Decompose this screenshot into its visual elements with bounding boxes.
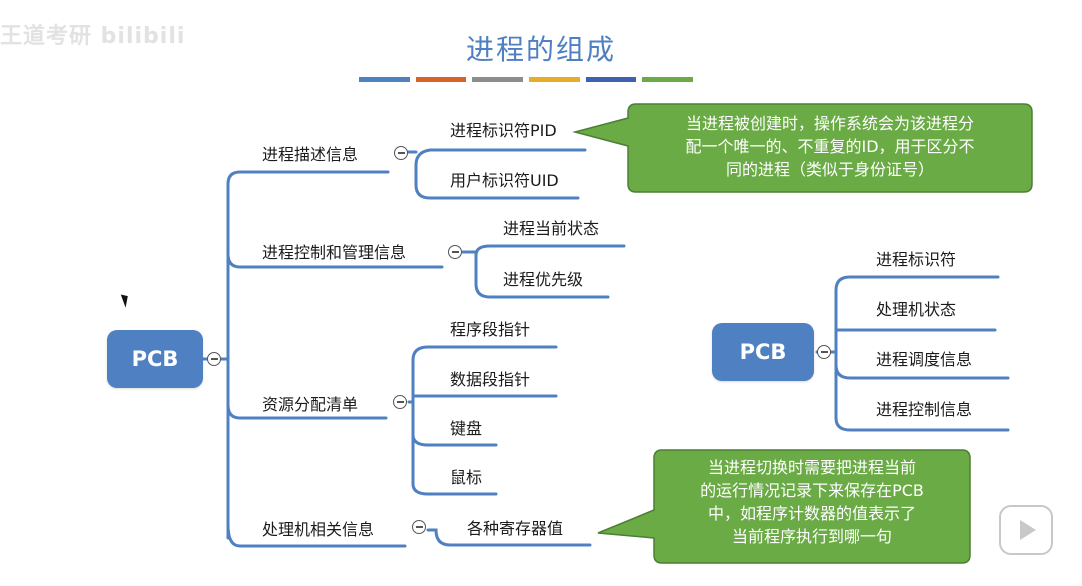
stripe-4 [529, 77, 580, 82]
stripe-2 [415, 77, 467, 82]
callout-line: 的运行情况记录下来保存在PCB [700, 481, 924, 500]
collapse-icon[interactable] [393, 395, 407, 409]
callout-1-shape [572, 103, 1033, 193]
play-triangle-icon [1020, 520, 1036, 540]
summary-control-info[interactable]: 进程控制信息 [876, 400, 973, 419]
leaf-registers[interactable]: 各种寄存器值 [467, 519, 564, 538]
stripe-6 [642, 77, 694, 82]
leaf-program-segment-pointer[interactable]: 程序段指针 [450, 320, 531, 339]
leaf-mouse[interactable]: 鼠标 [450, 468, 483, 487]
leaf-keyboard[interactable]: 键盘 [450, 419, 483, 438]
summary-processor-state[interactable]: 处理机状态 [876, 300, 957, 319]
stripe-5 [585, 77, 637, 82]
leaf-uid[interactable]: 用户标识符UID [450, 171, 559, 190]
pcb-root-node[interactable]: PCB [107, 330, 203, 388]
callout-line: 当前程序执行到哪一句 [731, 527, 892, 546]
play-icon[interactable] [999, 505, 1053, 555]
leaf-current-state[interactable]: 进程当前状态 [503, 219, 600, 238]
collapse-icon[interactable] [817, 345, 831, 359]
collapse-icon[interactable] [448, 245, 462, 259]
branch-processor-info[interactable]: 处理机相关信息 [262, 520, 375, 539]
callout-line: 同的进程（类似于身份证号） [725, 160, 934, 179]
pcb-summary-root-node[interactable]: PCB [712, 323, 814, 381]
title-stripes [359, 77, 694, 82]
branch-resource-list[interactable]: 资源分配清单 [262, 395, 359, 414]
branch-process-control[interactable]: 进程控制和管理信息 [262, 243, 407, 262]
summary-scheduling-info[interactable]: 进程调度信息 [876, 350, 973, 369]
callout-line: 当进程被创建时，操作系统会为该进程分 [685, 114, 974, 133]
callout-line: 配一个唯一的、不重复的ID，用于区分不 [685, 137, 975, 156]
callout-line: 当进程切换时需要把进程当前 [707, 458, 916, 477]
callout-2-shape [597, 449, 971, 564]
callout-line: 中，如程序计数器的值表示了 [707, 504, 916, 523]
stripe-1 [359, 77, 410, 82]
leaf-pid[interactable]: 进程标识符PID [450, 121, 557, 140]
callout-registers: 当进程切换时需要把进程当前 的运行情况记录下来保存在PCB 中，如程序计数器的值… [656, 456, 968, 548]
collapse-icon[interactable] [412, 520, 426, 534]
leaf-priority[interactable]: 进程优先级 [503, 270, 584, 289]
page-title: 进程的组成 [465, 33, 616, 66]
callout-pid: 当进程被创建时，操作系统会为该进程分 配一个唯一的、不重复的ID，用于区分不 同… [630, 112, 1030, 181]
leaf-data-segment-pointer[interactable]: 数据段指针 [450, 370, 531, 389]
collapse-icon[interactable] [207, 352, 221, 366]
collapse-icon[interactable] [394, 146, 408, 160]
branch-process-description[interactable]: 进程描述信息 [262, 145, 359, 164]
summary-process-id[interactable]: 进程标识符 [876, 250, 957, 269]
stripe-3 [472, 77, 524, 82]
watermark: 王道考研 bilibili [0, 24, 186, 49]
